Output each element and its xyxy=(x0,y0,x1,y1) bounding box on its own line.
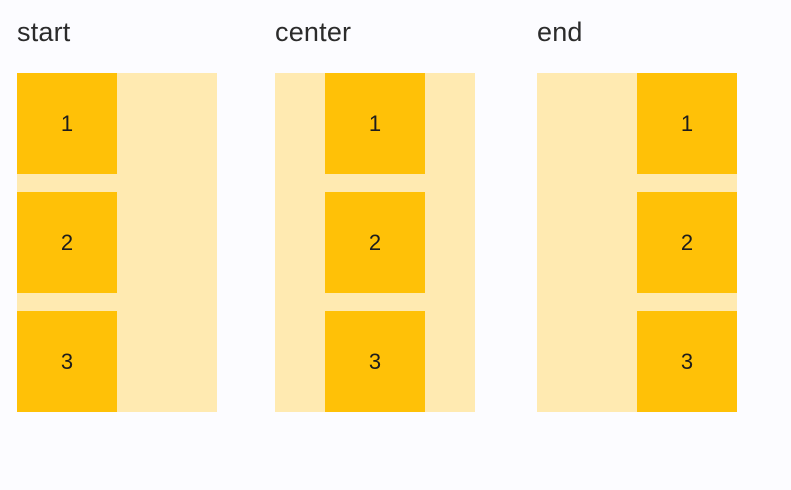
demo-item: 1 xyxy=(17,73,117,174)
demo-item: 3 xyxy=(637,311,737,412)
demo-item: 2 xyxy=(637,192,737,293)
demo-label-center: center xyxy=(275,17,352,47)
demo-label-start: start xyxy=(17,17,71,47)
demo-item-label: 1 xyxy=(368,110,382,136)
demo-item: 1 xyxy=(637,73,737,174)
demo-item: 2 xyxy=(17,192,117,293)
demo-item-label: 3 xyxy=(60,348,74,374)
demo-item-label: 2 xyxy=(368,229,382,255)
demo-container-end: 1 2 3 xyxy=(537,73,737,412)
demo-label-end: end xyxy=(537,17,583,47)
demo-item-label: 2 xyxy=(60,229,74,255)
demo-item-label: 3 xyxy=(368,348,382,374)
demo-container-start: 1 2 3 xyxy=(17,73,217,412)
demo-item: 2 xyxy=(325,192,425,293)
demo-item-label: 1 xyxy=(60,110,74,136)
demo-item: 1 xyxy=(325,73,425,174)
demo-item-label: 1 xyxy=(680,110,694,136)
demo-container-center: 1 2 3 xyxy=(275,73,475,412)
demo-item: 3 xyxy=(17,311,117,412)
demo-item-label: 3 xyxy=(680,348,694,374)
demo-item-label: 2 xyxy=(680,229,694,255)
demo-item: 3 xyxy=(325,311,425,412)
